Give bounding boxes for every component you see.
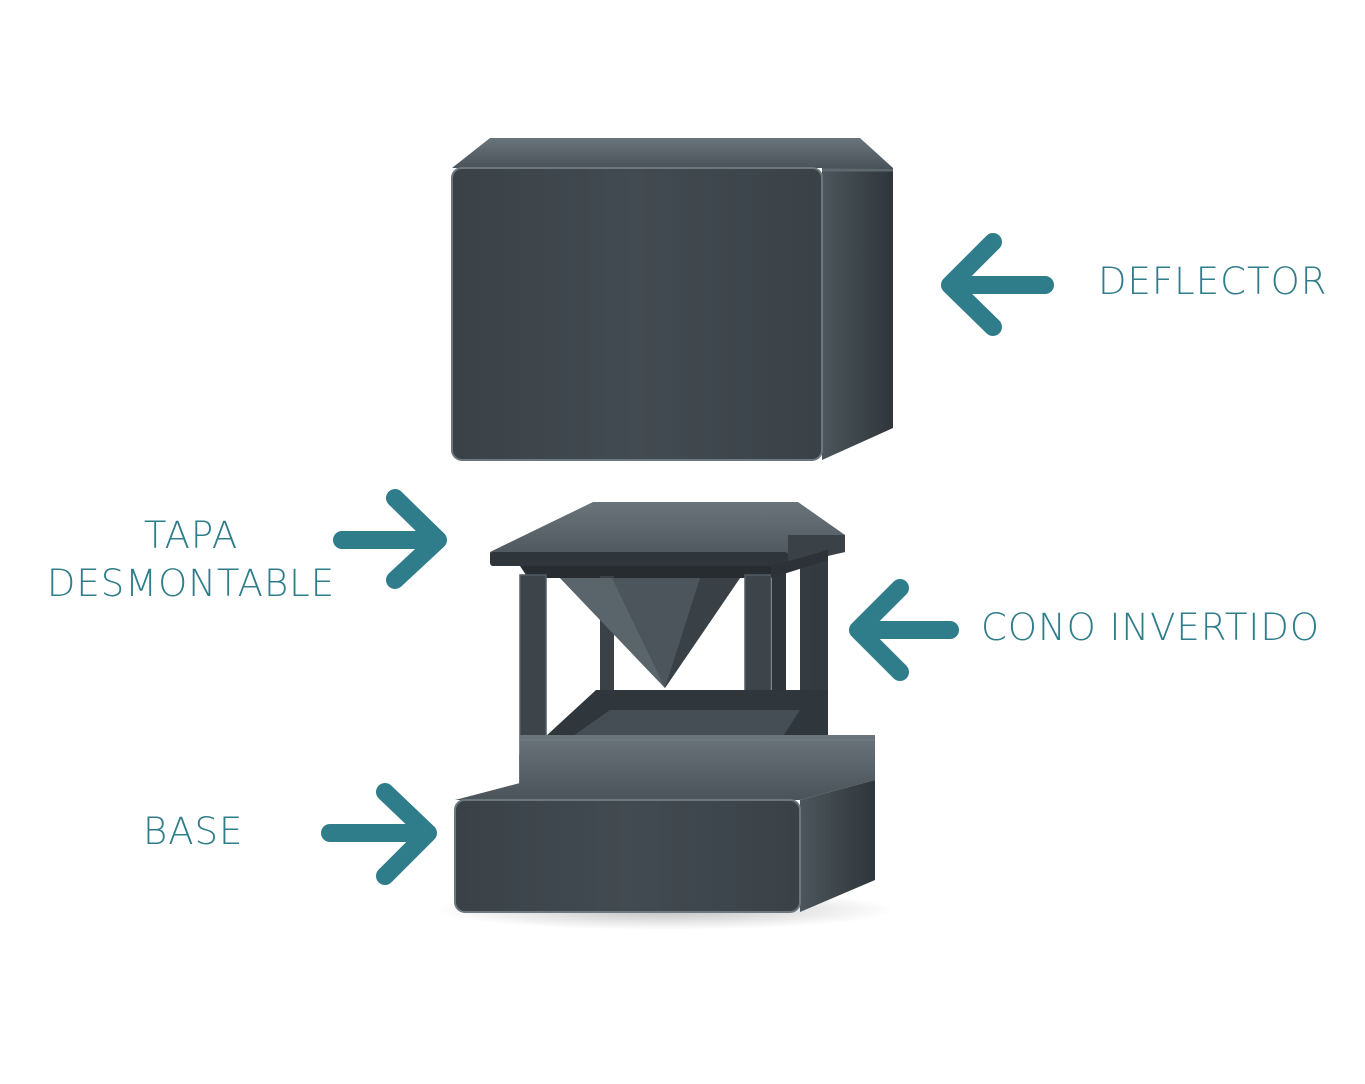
base-label: BASE [143,810,244,853]
tapa-label-line1: TAPA [143,514,239,557]
base-arrow-icon [321,783,437,885]
tapa-arrow-icon [333,489,447,589]
base-block [435,735,895,930]
deflector-block [451,138,893,461]
cono-arrow-icon [849,579,959,681]
tapa-desmontable-label: TAPA DESMONTABLE [36,512,346,608]
deflector-label: DEFLECTOR [1098,260,1328,303]
deflector-arrow-icon [941,233,1054,336]
inverted-cone [560,578,740,688]
cono-invertido-label: CONO INVERTIDO [981,606,1320,649]
tapa-label-line2: DESMONTABLE [46,562,336,605]
